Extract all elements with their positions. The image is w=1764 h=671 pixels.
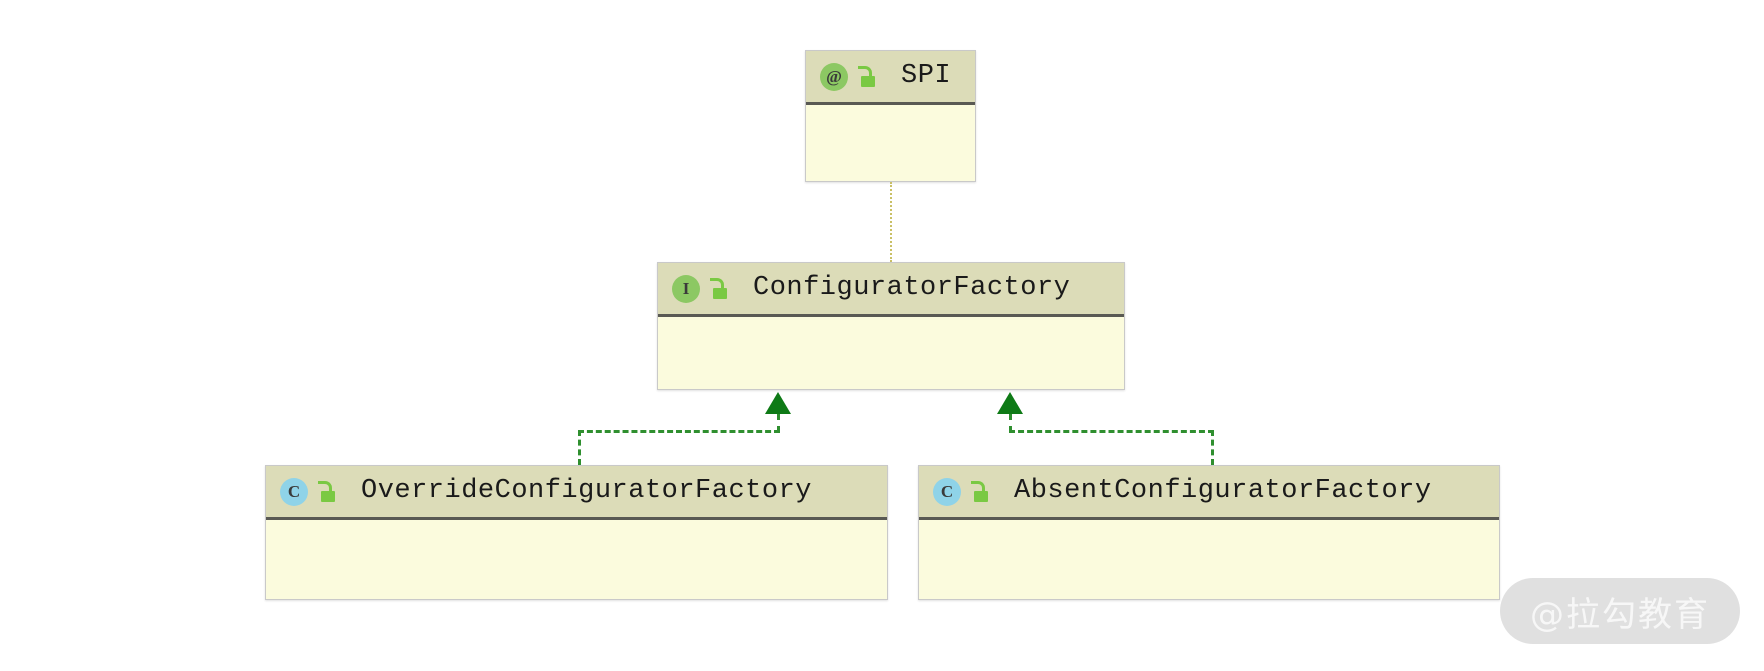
uml-node-members [919,520,1499,598]
edge-realize-absent-segment-down [1211,430,1214,465]
unlock-icon [709,277,727,300]
uml-node-title: SPI [901,61,952,91]
uml-node-configurator-factory[interactable]: I ConfiguratorFactory [657,262,1125,390]
uml-node-members [266,520,887,598]
uml-node-override-configurator-factory[interactable]: C OverrideConfiguratorFactory [265,465,888,600]
edge-realize-override-arrowhead [765,392,791,414]
uml-node-header: I ConfiguratorFactory [658,263,1124,317]
uml-node-header: C AbsentConfiguratorFactory [919,466,1499,520]
edge-annotation-line [890,182,892,262]
edge-realize-absent-segment-up [1009,414,1012,432]
uml-node-title: OverrideConfiguratorFactory [361,476,812,506]
annotation-kind-icon: @ [820,62,848,91]
uml-node-header: @ SPI [806,51,975,105]
uml-node-header: C OverrideConfiguratorFactory [266,466,887,520]
watermark-text: @拉勾教育 [1530,594,1710,635]
uml-node-members [806,105,975,180]
interface-kind-icon: I [672,274,700,303]
edge-realize-override-segment-down [578,430,581,465]
edge-realize-absent-segment-horizontal [1009,430,1214,433]
class-kind-icon: C [280,477,308,506]
class-kind-icon: C [933,477,961,506]
edge-realize-override-segment-horizontal [578,430,780,433]
edge-realize-absent-arrowhead [997,392,1023,414]
uml-node-title: AbsentConfiguratorFactory [1014,476,1432,506]
edge-realize-override-segment-up [777,414,780,432]
unlock-icon [970,480,988,503]
uml-node-members [658,317,1124,388]
uml-node-title: ConfiguratorFactory [753,273,1071,303]
uml-node-absent-configurator-factory[interactable]: C AbsentConfiguratorFactory [918,465,1500,600]
uml-node-spi[interactable]: @ SPI [805,50,976,182]
watermark: @拉勾教育 [1500,578,1740,644]
unlock-icon [317,480,335,503]
unlock-icon [857,65,875,88]
